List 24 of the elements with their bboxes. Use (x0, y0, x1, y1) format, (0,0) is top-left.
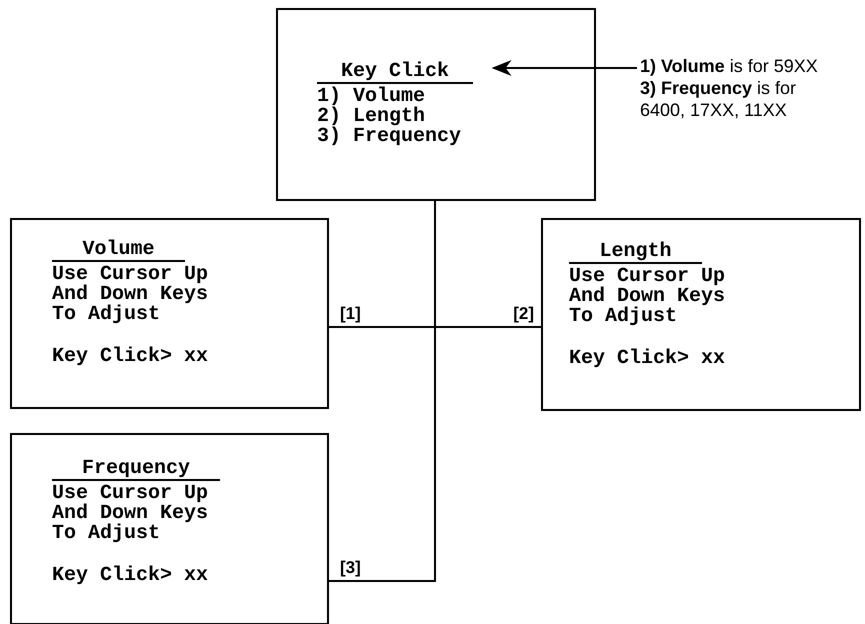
note-text: 1) Volume is for 59XX (640, 55, 819, 77)
edge-label: [2] (512, 305, 535, 323)
display-screen-box (10, 433, 329, 624)
screen-heading: Frequency (52, 459, 220, 481)
menu-option: 2) Length (317, 107, 477, 127)
connector-line (329, 201, 436, 582)
value-readout: Key Click> xx (52, 566, 210, 586)
value-readout: Key Click> xx (569, 349, 726, 369)
display-screen-box (10, 218, 329, 409)
note-text: 3) Frequency is for 6400, 17XX, 11XX (640, 77, 798, 121)
screen-heading: Length (569, 242, 702, 264)
edge-label: [1] (339, 305, 362, 323)
edge-label: [3] (339, 559, 362, 577)
instruction-text: Use Cursor Up And Down Keys To Adjust (569, 267, 726, 327)
display-screen-box (276, 8, 596, 201)
menu-option: 1) Volume (317, 87, 477, 107)
screen-heading: Volume (52, 240, 185, 262)
instruction-text: Use Cursor Up And Down Keys To Adjust (52, 484, 210, 544)
display-screen-box (541, 218, 861, 411)
screen-heading: Key Click (317, 62, 473, 84)
menu-option: 3) Frequency (317, 127, 477, 147)
value-readout: Key Click> xx (52, 347, 210, 367)
arrow (492, 60, 637, 76)
instruction-text: Use Cursor Up And Down Keys To Adjust (52, 265, 210, 325)
